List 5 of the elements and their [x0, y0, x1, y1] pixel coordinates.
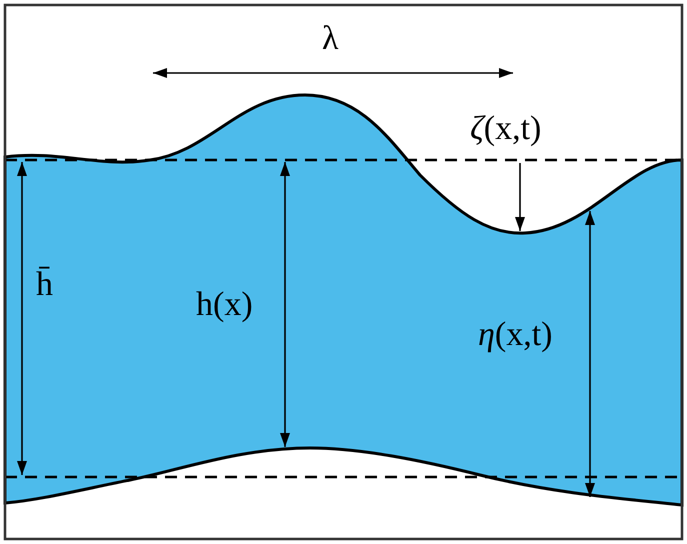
- dimension-label: λ: [322, 22, 338, 56]
- dimension-label: ζ(x,t): [470, 112, 542, 146]
- dimension-label: h̄: [36, 268, 53, 302]
- dimension-label: h(x): [196, 288, 253, 322]
- dimension-label: η(x,t): [478, 318, 552, 352]
